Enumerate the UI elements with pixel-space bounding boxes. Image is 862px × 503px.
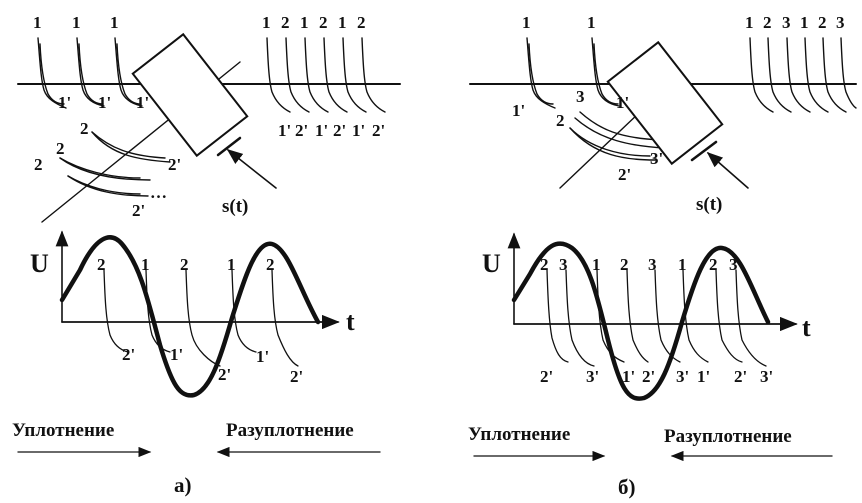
a-wave-bot-3: 2'	[218, 365, 231, 384]
a-fan-label-3: 2	[34, 155, 43, 174]
panel-a-transducer	[131, 32, 277, 189]
b-wave-bot-3: 1'	[622, 367, 635, 386]
b-fan-label-3: 3'	[650, 149, 663, 168]
a-wave-top-2: 1	[141, 255, 150, 274]
a-wave-top-4: 1	[227, 255, 236, 274]
a-right-prime-6: 2'	[372, 121, 385, 140]
panel-a-right-feathers	[266, 37, 386, 113]
a-right-label-2: 2	[281, 13, 290, 32]
b-wave-bot-2: 3'	[586, 367, 599, 386]
a-right-label-6: 2	[357, 13, 366, 32]
b-compression-label: Уплотнение	[468, 424, 570, 445]
panel-a-left-feathers	[37, 37, 143, 109]
a-right-prime-1: 1'	[278, 121, 291, 140]
a-right-label-1: 1	[262, 13, 271, 32]
b-top-label-2: 1	[587, 13, 596, 32]
b-right-label-6: 3	[836, 13, 845, 32]
a-right-prime-2: 2'	[295, 121, 308, 140]
a-wave-top-3: 2	[180, 255, 189, 274]
a-wave-bot-5: 2'	[290, 367, 303, 386]
a-t-label: t	[346, 307, 355, 336]
b-wave-bot-4: 2'	[642, 367, 655, 386]
a-fan-label-5: 2'	[132, 201, 145, 220]
a-prime-label-2: 1'	[98, 93, 111, 112]
b-wave-bot-7: 2'	[734, 367, 747, 386]
panel-b-left-feathers	[526, 37, 620, 109]
a-fan-label-4: 2'	[168, 155, 181, 174]
a-wave-bot-2: 1'	[170, 345, 183, 364]
a-wave-top-1: 2	[97, 255, 106, 274]
b-wave-top-3: 1	[592, 255, 601, 274]
a-wave-bot-4: 1'	[256, 347, 269, 366]
b-u-label: U	[482, 249, 501, 278]
a-wave-bot-1: 2'	[122, 345, 135, 364]
b-wave-bot-1: 2'	[540, 367, 553, 386]
b-wave-top-4: 2	[620, 255, 629, 274]
a-wave-feathers	[103, 269, 299, 367]
b-right-label-1: 1	[745, 13, 754, 32]
a-right-label-5: 1	[338, 13, 347, 32]
panel-b: 1 1 1' 1' 3 2 3' 2' 1 2 3 1 2 3 s(t) U t…	[468, 13, 857, 499]
a-wave-top-5: 2	[266, 255, 275, 274]
a-right-prime-4: 2'	[333, 121, 346, 140]
a-caption: а)	[174, 473, 192, 497]
a-prime-label-1: 1'	[58, 93, 71, 112]
a-compression-label: Уплотнение	[12, 420, 114, 441]
a-rarefaction-label: Разуплотнение	[226, 420, 354, 441]
panel-b-transducer	[606, 40, 749, 189]
b-wave-feathers	[546, 269, 767, 367]
b-right-label-4: 1	[800, 13, 809, 32]
a-top-label-2: 1	[72, 13, 81, 32]
b-wave-top-5: 3	[648, 255, 657, 274]
b-t-label: t	[802, 313, 811, 342]
b-fan-label-1: 3	[576, 87, 585, 106]
panel-a: 1 1 1 1' 1' 1' 2 2 2 2' 2' … 1 2 1 2 1 2…	[12, 13, 401, 497]
b-wave-top-8: 3	[729, 255, 738, 274]
a-top-label-1: 1	[33, 13, 42, 32]
b-top-label-1: 1	[522, 13, 531, 32]
b-sine-wave	[511, 241, 771, 401]
a-right-label-3: 1	[300, 13, 309, 32]
a-signal-label: s(t)	[222, 196, 248, 217]
b-wave-top-1: 2	[540, 255, 549, 274]
a-right-prime-5: 1'	[352, 121, 365, 140]
b-wave-top-6: 1	[678, 255, 687, 274]
panel-b-fan	[559, 73, 681, 189]
a-prime-label-3: 1'	[136, 93, 149, 112]
panel-b-right-feathers	[749, 37, 857, 113]
b-wave-top-7: 2	[709, 255, 718, 274]
b-right-label-2: 2	[763, 13, 772, 32]
a-dots: …	[150, 183, 167, 202]
b-fan-label-2: 2	[556, 111, 565, 130]
a-fan-label-1: 2	[80, 119, 89, 138]
a-sine-wave	[59, 235, 321, 398]
b-wave-bot-6: 1'	[697, 367, 710, 386]
a-right-label-4: 2	[319, 13, 328, 32]
b-wave-bot-5: 3'	[676, 367, 689, 386]
b-wave-top-2: 3	[559, 255, 568, 274]
b-signal-label: s(t)	[696, 194, 722, 215]
a-right-prime-3: 1'	[315, 121, 328, 140]
b-prime-label-1: 1'	[512, 101, 525, 120]
b-right-label-3: 3	[782, 13, 791, 32]
b-wave-bot-8: 3'	[760, 367, 773, 386]
a-u-label: U	[30, 249, 49, 278]
b-prime-label-2: 1'	[616, 93, 629, 112]
b-rarefaction-label: Разуплотнение	[664, 426, 792, 447]
b-fan-label-4: 2'	[618, 165, 631, 184]
a-top-label-3: 1	[110, 13, 119, 32]
b-caption: б)	[618, 475, 636, 499]
b-right-label-5: 2	[818, 13, 827, 32]
a-fan-label-2: 2	[56, 139, 65, 158]
